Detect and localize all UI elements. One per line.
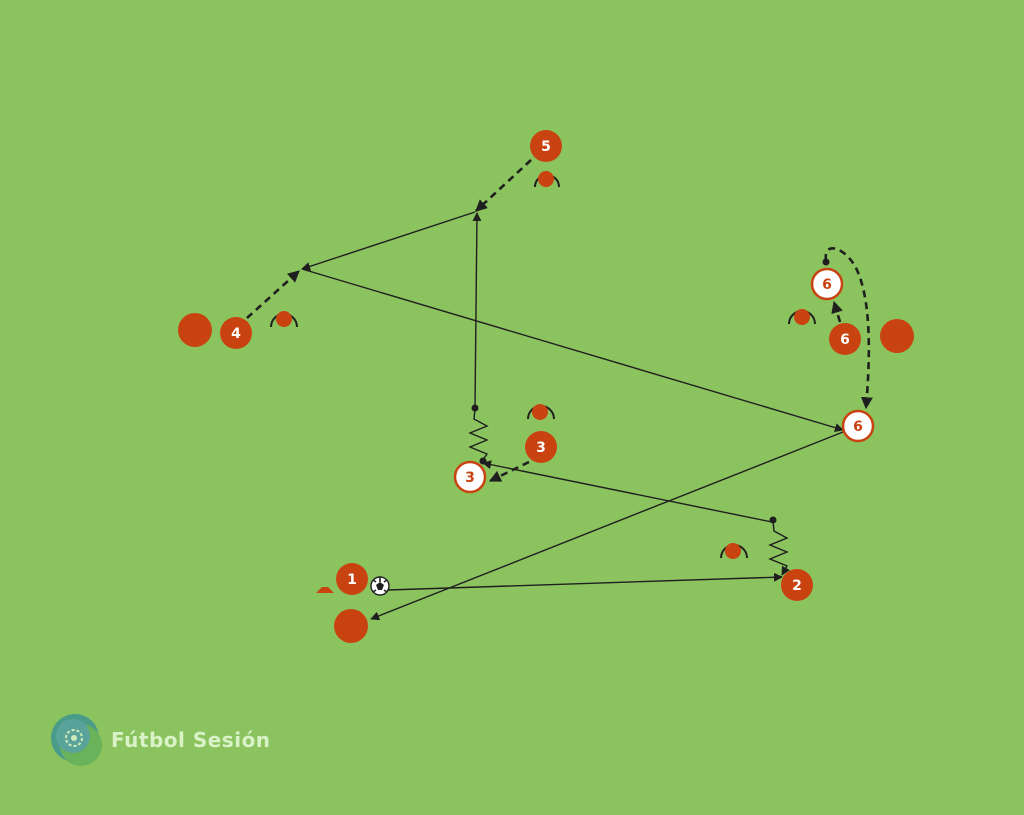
start-dot	[822, 258, 830, 266]
start-dot	[471, 404, 479, 412]
player-number: 4	[231, 326, 241, 342]
run-arrow	[831, 300, 843, 323]
player-3: 3	[525, 431, 557, 463]
pass-arrow	[370, 431, 844, 621]
mannequin-icon	[788, 309, 816, 325]
player-number: 3	[465, 470, 475, 486]
start-dot	[769, 516, 777, 524]
soccer-ball-icon	[370, 576, 390, 596]
mannequin-icon	[720, 543, 748, 559]
pass-arrow	[301, 268, 844, 433]
player-number: 6	[840, 332, 850, 348]
player-5: 5	[530, 130, 562, 162]
player-6-check-position: 6	[810, 267, 844, 301]
player-number: 5	[541, 139, 551, 155]
post-marker	[880, 319, 914, 353]
brand-logo-icon	[51, 714, 102, 766]
pass-arrow	[472, 212, 482, 408]
player-number: 6	[853, 419, 863, 435]
player-number: 1	[347, 572, 357, 588]
player-3-next-position: 3	[453, 460, 487, 494]
mannequin-icon	[270, 311, 298, 328]
start-dot	[479, 457, 487, 465]
mannequin-icon	[527, 404, 555, 420]
post-marker	[178, 313, 212, 347]
dribble-path	[468, 408, 489, 462]
player-4: 4	[220, 317, 252, 349]
pass-arrow	[301, 211, 476, 271]
player-number: 6	[822, 277, 832, 293]
dribble-path	[768, 520, 790, 576]
run-arrow	[824, 247, 873, 410]
run-arrow	[475, 159, 532, 212]
player-2: 2	[781, 569, 813, 601]
pass-arrow	[387, 572, 783, 591]
mannequin-icon	[534, 171, 560, 188]
player-number: 3	[536, 440, 546, 456]
player-number: 2	[792, 578, 802, 594]
post-marker	[334, 609, 368, 643]
player-6-final-position: 6	[841, 409, 875, 443]
brand-name: Fútbol Sesión	[111, 728, 271, 752]
player-6: 6	[829, 323, 861, 355]
run-arrow	[488, 460, 530, 483]
player-1: 1	[336, 563, 368, 595]
cone-icon	[316, 587, 334, 593]
pass-arrow	[482, 460, 773, 523]
